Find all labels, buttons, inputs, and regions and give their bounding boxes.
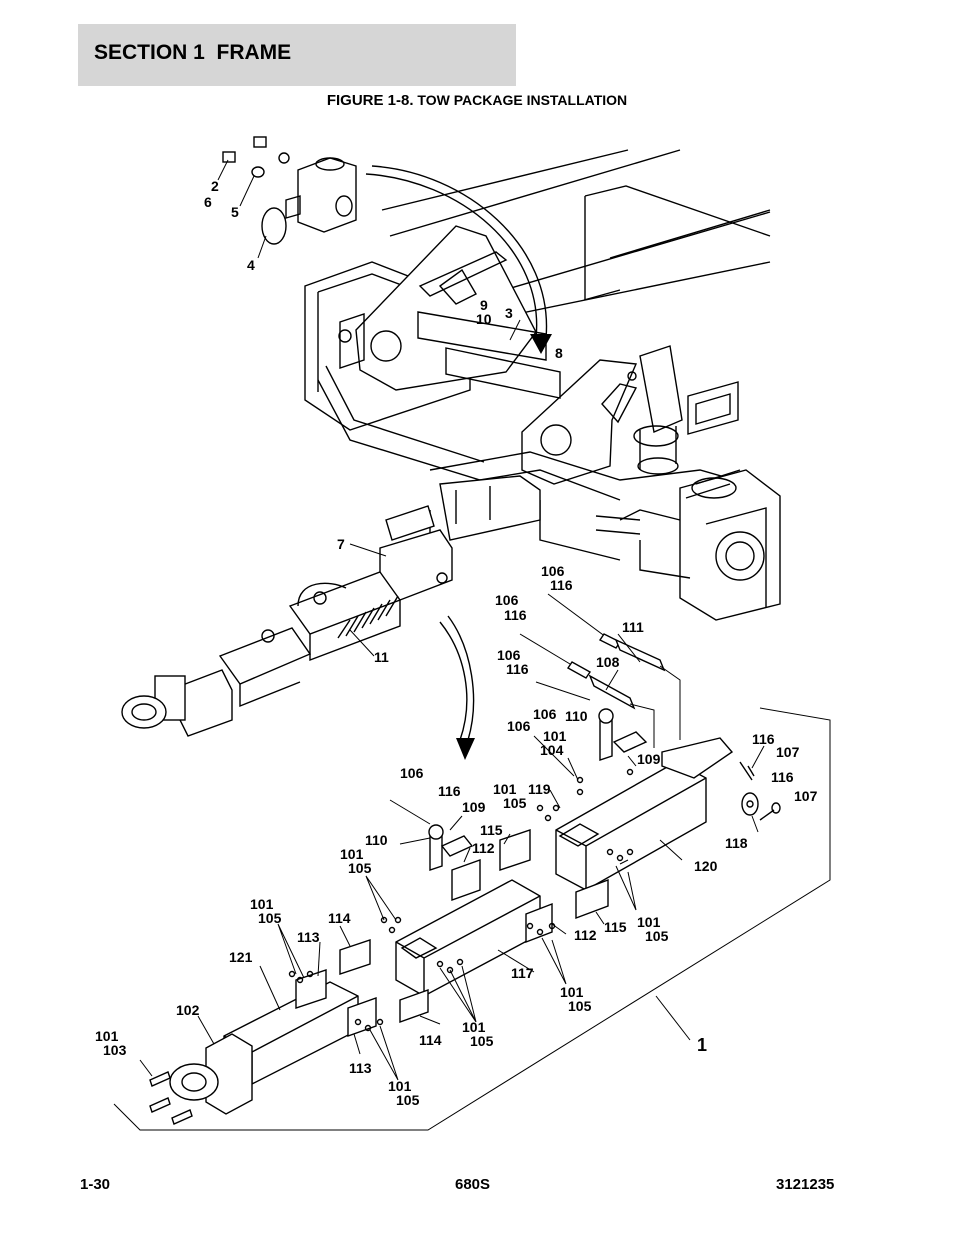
callout-101: 101 [340,846,364,862]
callout-114: 114 [328,910,351,926]
callout-118: 118 [725,835,748,851]
callout-119: 119 [528,781,551,797]
footer-document-number: 3121235 [776,1176,835,1193]
callout-107: 107 [776,744,800,760]
pin-assembly-illustration [222,136,357,245]
callout-110: 110 [565,708,588,724]
callout-4: 4 [247,257,255,273]
callout-2: 2 [211,178,219,194]
callout-104: 104 [540,742,564,758]
callout-101: 101 [250,896,274,912]
callout-106: 106 [495,592,519,608]
callout-117: 117 [511,965,534,981]
plate-114b [399,989,429,1023]
callout-105: 105 [348,860,372,876]
callout-116: 116 [771,769,794,785]
callout-113: 113 [297,929,320,945]
callout-121: 121 [229,949,253,965]
callout-116: 116 [506,661,529,677]
callout-105: 105 [568,998,592,1014]
exploded-tow-bar-illustration [113,593,831,1131]
callout-101: 101 [462,1019,486,1035]
callout-1: 1 [697,1035,707,1055]
callout-6: 6 [204,194,212,210]
figure-caption: TOW PACKAGE INSTALLATION [417,92,628,108]
installed-tow-bar-illustration [121,505,453,737]
plate-115b [575,878,609,920]
callout-101: 101 [493,781,517,797]
callout-112: 112 [472,840,495,856]
callout-116: 116 [752,731,775,747]
plate-112a [451,859,481,901]
plate-114a [339,939,371,975]
callout-9: 9 [480,297,488,313]
figure-title: FIGURE 1-8. TOW PACKAGE INSTALLATION [0,92,954,109]
leader-lines [139,159,765,1081]
callout-101: 101 [637,914,661,930]
callout-5: 5 [231,204,239,220]
callout-3: 3 [505,305,513,321]
callout-116: 116 [438,783,461,799]
callout-103: 103 [103,1042,127,1058]
callout-106: 106 [400,765,424,781]
callout-106: 106 [497,647,521,663]
plate-115a [499,829,531,871]
section-title: SECTION 1 FRAME [94,41,292,64]
callout-105: 105 [470,1033,494,1049]
plate-113a [295,969,327,1009]
callout-109: 109 [462,799,486,815]
callout-105: 105 [645,928,669,944]
callout-114: 114 [419,1032,442,1048]
callout-108: 108 [596,654,620,670]
assembly-arrows [365,165,552,760]
machine-frame-illustration [304,149,781,621]
callout-115: 115 [604,919,627,935]
callout-109: 109 [637,751,661,767]
callout-102: 102 [176,1002,200,1018]
callout-113: 113 [349,1060,372,1076]
callout-120: 120 [694,858,718,874]
callout-105: 105 [396,1092,420,1108]
callout-105: 105 [503,795,527,811]
plate-112b [525,902,553,944]
footer-page-number: 1-30 [80,1176,111,1193]
callout-10: 10 [476,311,492,327]
callout-112: 112 [574,927,597,943]
footer-model: 680S [455,1176,491,1193]
callout-11: 11 [374,649,389,665]
callout-101: 101 [543,728,567,744]
callout-110: 110 [365,832,388,848]
callout-111: 111 [622,619,644,635]
callout-105: 105 [258,910,282,926]
section-header-bar: SECTION 1 FRAME [78,24,516,86]
callout-107: 107 [794,788,818,804]
callout-106: 106 [507,718,531,734]
plate-113b [347,997,377,1037]
callout-8: 8 [555,345,563,361]
callout-106: 106 [541,563,565,579]
callout-106: 106 [533,706,557,722]
callout-labels: 2 6 5 4 9 10 3 8 7 11 106 116 106 116 11… [95,178,818,1108]
callout-115: 115 [480,822,503,838]
callout-7: 7 [337,536,345,552]
callout-101: 101 [560,984,584,1000]
callout-101: 101 [95,1028,119,1044]
callout-116: 116 [550,577,573,593]
callout-101: 101 [388,1078,412,1094]
callout-116: 116 [504,607,527,623]
figure-number: FIGURE 1-8. [326,92,414,109]
